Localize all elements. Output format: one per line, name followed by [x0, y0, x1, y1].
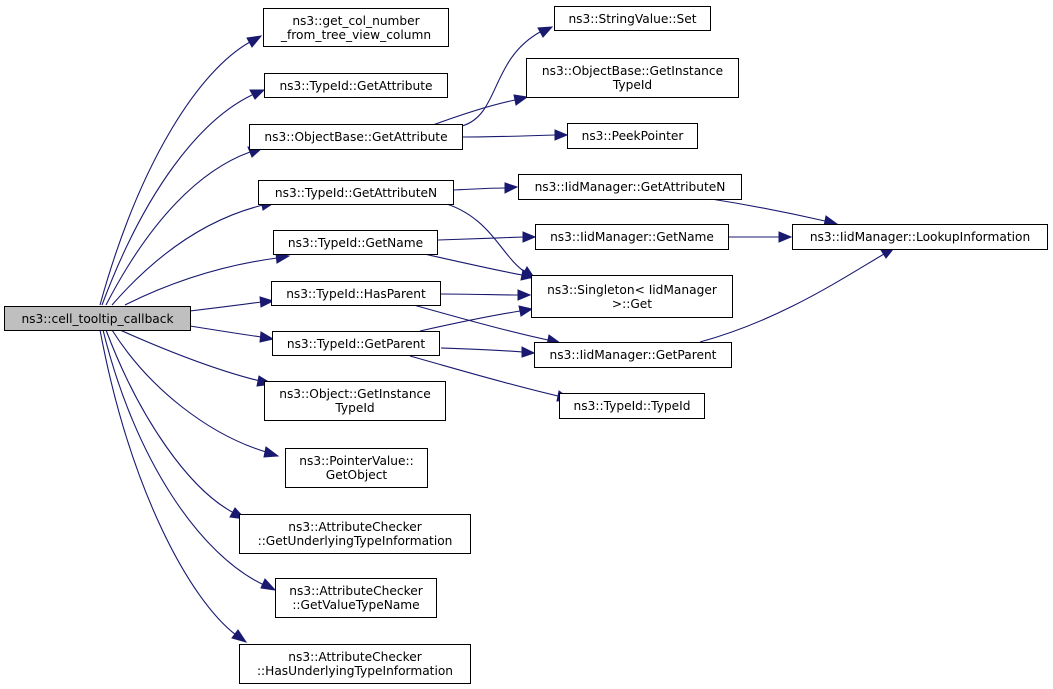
edge-iid-getattributen-lookup [704, 197, 826, 222]
edge-arrowhead [259, 331, 275, 343]
edge-getparent-typeid-typeid [409, 355, 559, 397]
node-objectbase-getinstancetypeid[interactable]: ns3::ObjectBase::GetInstance TypeId [526, 58, 739, 98]
edge-getattributen-singleton [439, 201, 526, 273]
edge-root-pointervalue-getobject [111, 329, 267, 453]
edge-arrowhead [518, 305, 534, 317]
edge-arrowhead [778, 231, 793, 243]
edge-arrowhead [246, 35, 263, 48]
node-typeid-getname[interactable]: ns3::TypeId::GetName [273, 230, 438, 255]
edge-arrowhead [522, 231, 537, 243]
edge-arrowhead [504, 182, 519, 194]
node-iid-getparent[interactable]: ns3::IidManager::GetParent [534, 342, 732, 368]
edge-root-checker-getvaluetypename [102, 329, 265, 586]
edge-iid-getparent-lookup [699, 253, 885, 343]
node-checker-hasunderlying[interactable]: ns3::AttributeChecker ::HasUnderlyingTyp… [239, 644, 471, 684]
edge-arrowhead [249, 89, 266, 100]
node-checker-getunderlying[interactable]: ns3::AttributeChecker ::GetUnderlyingTyp… [239, 514, 471, 554]
node-object-getinstancetypeid[interactable]: ns3::Object::GetInstance TypeId [264, 381, 446, 421]
edge-arrowhead [554, 129, 569, 141]
edge-arrowhead [259, 296, 275, 308]
edge-objectbase-peekpointer [462, 134, 556, 138]
node-singleton-get[interactable]: ns3::Singleton< IidManager >::Get [531, 275, 733, 318]
node-peekpointer[interactable]: ns3::PeekPointer [567, 123, 698, 149]
edge-objectbase-stringvalue-set [461, 31, 541, 127]
edge-root-typeid-getparent [189, 325, 262, 338]
edge-root-checker-hasunderlying [99, 329, 237, 636]
node-checker-getvaluetypename[interactable]: ns3::AttributeChecker ::GetValueTypeName [275, 578, 437, 618]
edge-root-typeid-getattributen [111, 204, 264, 306]
edge-root-objectbase-getattribute [105, 151, 251, 306]
edge-arrowhead [260, 578, 277, 591]
node-typeid-hasparent[interactable]: ns3::TypeId::HasParent [271, 281, 441, 306]
node-iid-lookupinformation[interactable]: ns3::IidManager::LookupInformation [792, 224, 1048, 250]
edge-hasparent-singleton [440, 293, 519, 296]
node-typeid-getattribute[interactable]: ns3::TypeId::GetAttribute [264, 73, 448, 98]
node-typeid-getparent[interactable]: ns3::TypeId::GetParent [272, 331, 440, 356]
edge-root-get-col-number [99, 41, 251, 306]
edge-hasparent-iid-getparent [409, 303, 549, 341]
edge-arrowhead [537, 26, 554, 38]
edge-getname-singleton [419, 252, 523, 276]
edge-root-object-getinstancetypeid [119, 329, 261, 382]
node-cell-tooltip-callback: ns3::cell_tooltip_callback [4, 306, 191, 331]
node-objectbase-getattribute[interactable]: ns3::ObjectBase::GetAttribute [249, 124, 463, 150]
node-typeid-getattributen[interactable]: ns3::TypeId::GetAttributeN [258, 180, 454, 205]
edge-getname-iid-getname [437, 236, 524, 241]
edge-arrowhead [520, 269, 536, 281]
edge-root-checker-getunderlying [105, 329, 235, 514]
node-get-col-number[interactable]: ns3::get_col_number _from_tree_view_colu… [263, 8, 449, 47]
edge-getparent-iid-getparent [440, 347, 523, 353]
edge-arrowhead [521, 346, 536, 358]
node-iid-getname[interactable]: ns3::IidManager::GetName [535, 224, 729, 250]
edge-arrowhead [517, 289, 532, 301]
edges [99, 26, 896, 643]
node-pointervalue-getobject[interactable]: ns3::PointerValue:: GetObject [285, 448, 428, 488]
edge-root-typeid-getattribute [101, 94, 253, 306]
node-iid-getattributen[interactable]: ns3::IidManager::GetAttributeN [518, 174, 742, 200]
edge-getparent-singleton [419, 310, 521, 332]
edge-root-typeid-hasparent [189, 301, 262, 312]
edge-objectbase-getinstancetypeid [429, 99, 516, 127]
node-typeid-typeid[interactable]: ns3::TypeId::TypeId [559, 393, 705, 419]
node-stringvalue-set[interactable]: ns3::StringValue::Set [554, 6, 711, 31]
edge-arrowhead [231, 629, 248, 643]
edge-arrowhead [513, 94, 529, 106]
edge-getattributen-iid-getattributen [452, 187, 506, 191]
edge-arrowhead [263, 446, 280, 458]
edge-root-typeid-getname [124, 257, 278, 306]
